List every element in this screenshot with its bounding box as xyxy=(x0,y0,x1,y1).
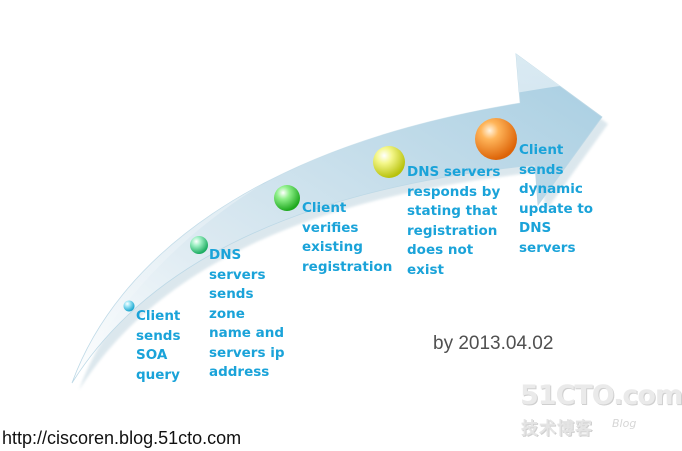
step-1-ball xyxy=(123,300,135,312)
step-4-label: DNS servers responds by stating that reg… xyxy=(407,164,501,278)
step-2-label: DNS servers sends zone name and servers … xyxy=(209,247,285,380)
step-3-label: Client verifies existing registration xyxy=(302,200,393,275)
watermark-blog: Blog xyxy=(612,417,637,430)
step-3-ball xyxy=(274,185,300,211)
step-2-ball xyxy=(190,236,208,254)
step-5-ball xyxy=(475,118,517,160)
watermark-logo: 51CTO.com xyxy=(520,380,682,411)
process-arrow-diagram xyxy=(71,53,608,390)
watermark-subtitle: 技术博客 xyxy=(521,419,593,439)
source-url: http://ciscoren.blog.51cto.com xyxy=(2,428,242,448)
step-4-ball xyxy=(373,146,405,178)
byline-date: by 2013.04.02 xyxy=(433,333,554,354)
step-1-label: Client sends SOA query xyxy=(136,308,181,383)
step-5-label: Client sends dynamic update to DNS serve… xyxy=(519,142,594,256)
